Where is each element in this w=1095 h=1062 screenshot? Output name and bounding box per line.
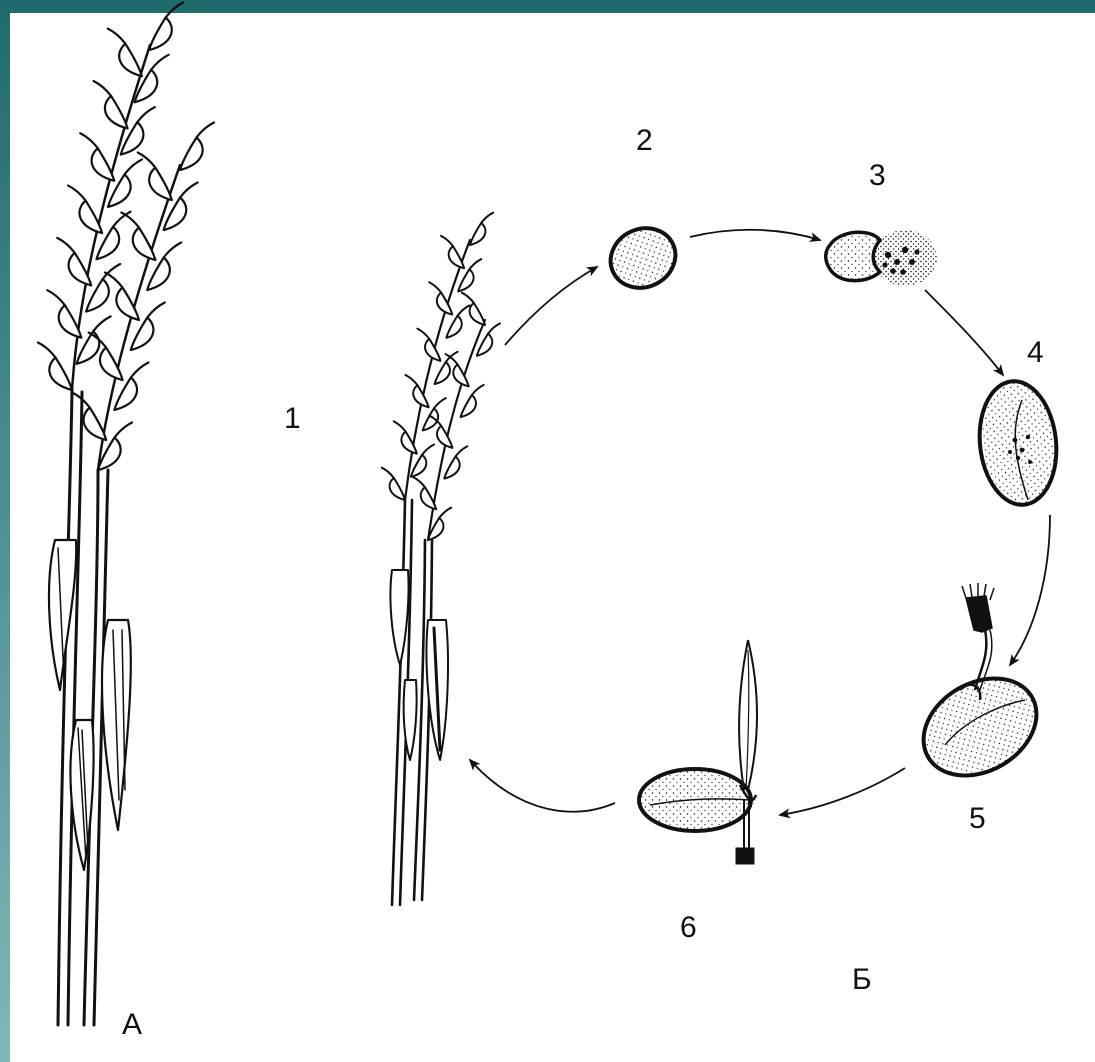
awn — [382, 468, 394, 478]
awn — [113, 212, 131, 227]
stage-2-label: 2 — [636, 126, 653, 156]
spikelet — [131, 318, 154, 351]
awn — [108, 29, 126, 44]
awn — [462, 293, 474, 303]
spikelet — [59, 305, 82, 338]
spikelet — [435, 362, 450, 384]
stage-3-label: 3 — [869, 161, 886, 191]
awn — [488, 323, 500, 333]
awn — [94, 81, 112, 96]
spikelet — [133, 228, 156, 261]
awn — [469, 259, 481, 269]
panel-a-label: А — [122, 1010, 142, 1040]
awn — [413, 477, 425, 487]
stage-5-label: 5 — [969, 804, 986, 834]
awn — [394, 421, 406, 431]
awn — [422, 445, 434, 455]
spikelet — [147, 258, 170, 291]
panel-a-wheat-plant — [38, 3, 214, 1026]
spikelet — [49, 358, 72, 391]
spikelet — [458, 269, 473, 291]
spikelet — [92, 148, 115, 181]
awn — [456, 446, 468, 456]
spikelet — [470, 303, 485, 325]
stage-6-label: 6 — [680, 913, 697, 943]
spikelet — [149, 18, 172, 51]
awn — [429, 282, 441, 292]
stage-3-germinating-grain — [826, 230, 937, 286]
awn — [166, 3, 184, 18]
stage-2-grain — [601, 218, 685, 298]
awn — [121, 213, 139, 228]
spikelet — [470, 223, 485, 245]
panel-b-label: Б — [852, 965, 872, 995]
stage-1-label: 1 — [284, 404, 301, 434]
awn — [164, 243, 182, 258]
spikelet — [84, 408, 107, 441]
awn — [115, 423, 133, 438]
awn — [458, 305, 470, 315]
spikelet — [449, 246, 464, 268]
awn — [47, 290, 65, 305]
spikelet — [149, 168, 172, 201]
awn — [180, 183, 198, 198]
spikelet — [180, 138, 203, 171]
spikelet — [444, 456, 459, 478]
stage-1-wheat-plant — [382, 213, 500, 905]
awn — [406, 375, 418, 385]
awn — [93, 316, 111, 331]
awn — [131, 363, 149, 378]
awn — [125, 159, 143, 174]
awn — [481, 213, 493, 223]
awn — [38, 343, 56, 358]
awn — [57, 238, 75, 253]
stage-4-label: 4 — [1027, 338, 1044, 368]
awn — [441, 236, 453, 246]
awn — [151, 55, 169, 70]
spikelet — [105, 96, 128, 128]
spikelet — [446, 316, 461, 338]
spikelet — [411, 455, 426, 477]
stage-5-sprouting-grain — [906, 583, 1054, 795]
stage-6-seedling — [639, 640, 757, 864]
awn — [472, 385, 484, 395]
spikelet — [114, 378, 137, 411]
awn — [68, 186, 86, 201]
awn — [417, 329, 429, 339]
spikelet — [425, 339, 440, 361]
stage-4-infected-grain — [974, 377, 1063, 508]
awn — [147, 303, 165, 318]
spikelet — [461, 395, 476, 417]
awn — [137, 107, 155, 122]
awn — [80, 133, 98, 148]
spikelet — [390, 478, 405, 500]
spikelet — [413, 385, 428, 407]
awn — [434, 398, 446, 408]
awn — [197, 123, 215, 138]
awn — [439, 508, 451, 518]
spikelet — [79, 201, 102, 234]
spikelet — [119, 44, 142, 77]
